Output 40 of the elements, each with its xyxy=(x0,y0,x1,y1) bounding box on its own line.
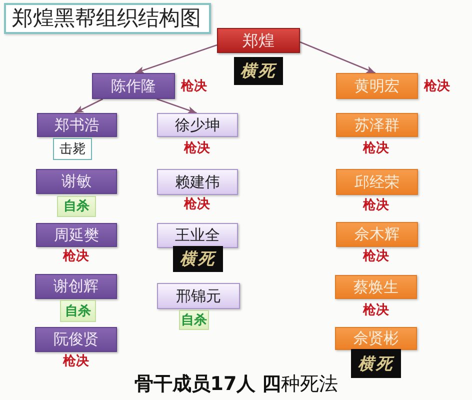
arrow xyxy=(300,41,376,74)
status-tag: 横死 xyxy=(234,57,283,85)
status-label: 枪决 xyxy=(181,80,207,93)
name-box: 郑煌 xyxy=(217,28,300,53)
name-box: 苏泽群 xyxy=(336,113,418,137)
name-box: 周延樊 xyxy=(36,223,117,247)
name-box: 蔡焕生 xyxy=(335,275,417,299)
name-box: 黄明宏 xyxy=(336,73,418,99)
name-box: 郑书浩 xyxy=(37,113,117,137)
name-box: 谢敏 xyxy=(36,169,117,194)
name-box: 王业全 xyxy=(157,223,238,248)
status-tag: 横死 xyxy=(173,246,223,272)
name-box: 谢创辉 xyxy=(35,274,117,299)
name-box: 佘贤彬 xyxy=(335,327,417,350)
status-tag: 自杀 xyxy=(179,310,209,330)
name-box: 邱经荣 xyxy=(336,169,418,195)
name-box: 邢锦元 xyxy=(157,283,240,309)
status-label: 枪决 xyxy=(184,198,210,211)
status-label: 枪决 xyxy=(63,355,89,368)
name-box: 佘木辉 xyxy=(336,222,418,247)
status-label: 枪决 xyxy=(363,304,389,317)
status-label: 枪决 xyxy=(363,250,389,263)
status-tag: 击毙 xyxy=(53,138,92,160)
status-tag: 横死 xyxy=(351,349,401,378)
status-label: 枪决 xyxy=(184,142,210,155)
status-label: 枪决 xyxy=(363,199,389,212)
name-box: 赖建伟 xyxy=(157,169,238,195)
name-box: 陈作隆 xyxy=(92,73,175,99)
status-label: 枪决 xyxy=(363,142,389,155)
status-label: 枪决 xyxy=(63,250,89,263)
name-box: 徐少坤 xyxy=(157,113,238,137)
caption: 骨干成员17人 四种死法 xyxy=(134,374,338,395)
name-box: 阮俊贤 xyxy=(35,327,117,352)
arrow xyxy=(156,98,197,114)
title-box: 郑煌黑帮组织结构图 xyxy=(4,3,211,34)
status-tag: 自杀 xyxy=(60,300,96,322)
status-tag: 自杀 xyxy=(57,196,96,217)
status-label: 枪决 xyxy=(424,80,450,93)
arrow xyxy=(74,98,104,114)
arrow xyxy=(134,44,218,74)
